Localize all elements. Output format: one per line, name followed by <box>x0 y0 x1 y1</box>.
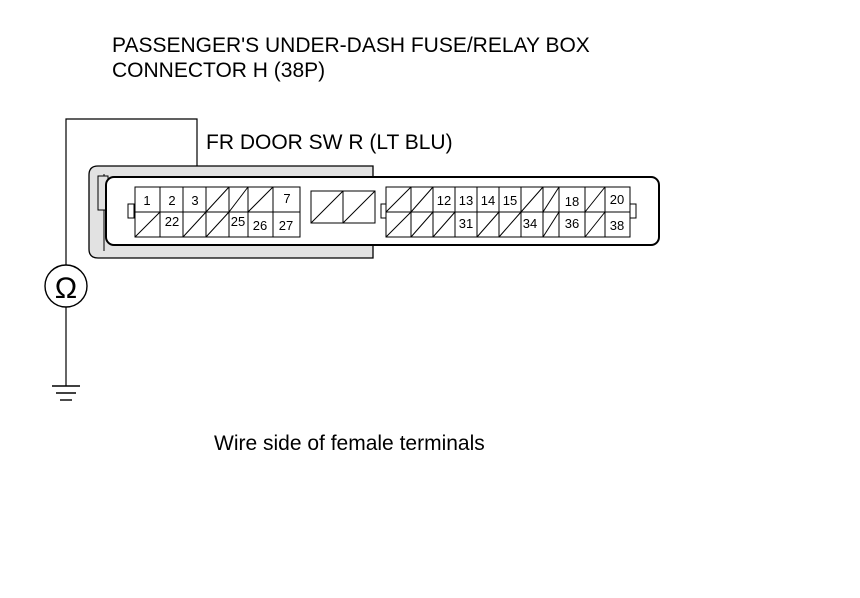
pin-18: 18 <box>565 194 579 209</box>
svg-text:1: 1 <box>143 193 150 208</box>
pin-23-empty <box>182 211 207 238</box>
connector-title-line1: PASSENGER'S UNDER-DASH FUSE/RELAY BOX <box>112 34 590 57</box>
pin-15: 15 <box>503 193 517 208</box>
svg-text:27: 27 <box>279 218 293 233</box>
pin-6-empty <box>247 186 274 213</box>
pin-block-left: 1 2 3 7 22 25 26 27 <box>134 186 301 238</box>
pin-31: 31 <box>459 216 473 231</box>
pin-block-middle <box>310 190 376 224</box>
pin-7: 7 <box>283 191 290 206</box>
pin-13: 13 <box>459 193 473 208</box>
pin-27: 27 <box>279 218 293 233</box>
lead-to-pin-3 <box>65 118 198 266</box>
pin-block-right: 12 13 14 15 18 20 31 34 36 38 <box>385 186 631 238</box>
svg-text:7: 7 <box>283 191 290 206</box>
pin-21-empty <box>134 211 161 238</box>
svg-text:3: 3 <box>191 193 198 208</box>
test-leads <box>65 118 198 386</box>
pin-2: 2 <box>168 187 184 212</box>
pin-22: 22 <box>165 212 184 237</box>
svg-text:26: 26 <box>253 218 267 233</box>
pin-36: 36 <box>565 216 579 231</box>
ground-icon <box>52 385 80 401</box>
pin-3: 3 <box>191 187 207 212</box>
pin-20: 20 <box>610 192 624 207</box>
pin-5-empty <box>228 186 249 213</box>
caption: Wire side of female terminals <box>214 432 485 455</box>
pin-24-empty <box>205 211 230 238</box>
ohmmeter-icon: Ω <box>44 264 88 308</box>
wire-label: FR DOOR SW R (LT BLU) <box>206 131 453 154</box>
pin-25: 25 <box>231 212 249 237</box>
ohm-symbol: Ω <box>55 272 77 305</box>
pin-34: 34 <box>523 216 537 231</box>
pin-4-empty <box>205 186 230 213</box>
pin-38: 38 <box>610 218 624 233</box>
svg-text:25: 25 <box>231 214 245 229</box>
pin-14: 14 <box>481 193 495 208</box>
svg-text:22: 22 <box>165 214 179 229</box>
svg-text:2: 2 <box>168 193 175 208</box>
pin-1: 1 <box>143 187 161 212</box>
pin-26: 26 <box>253 212 274 237</box>
connector-title-line2: CONNECTOR H (38P) <box>112 59 326 82</box>
pin-12: 12 <box>437 193 451 208</box>
